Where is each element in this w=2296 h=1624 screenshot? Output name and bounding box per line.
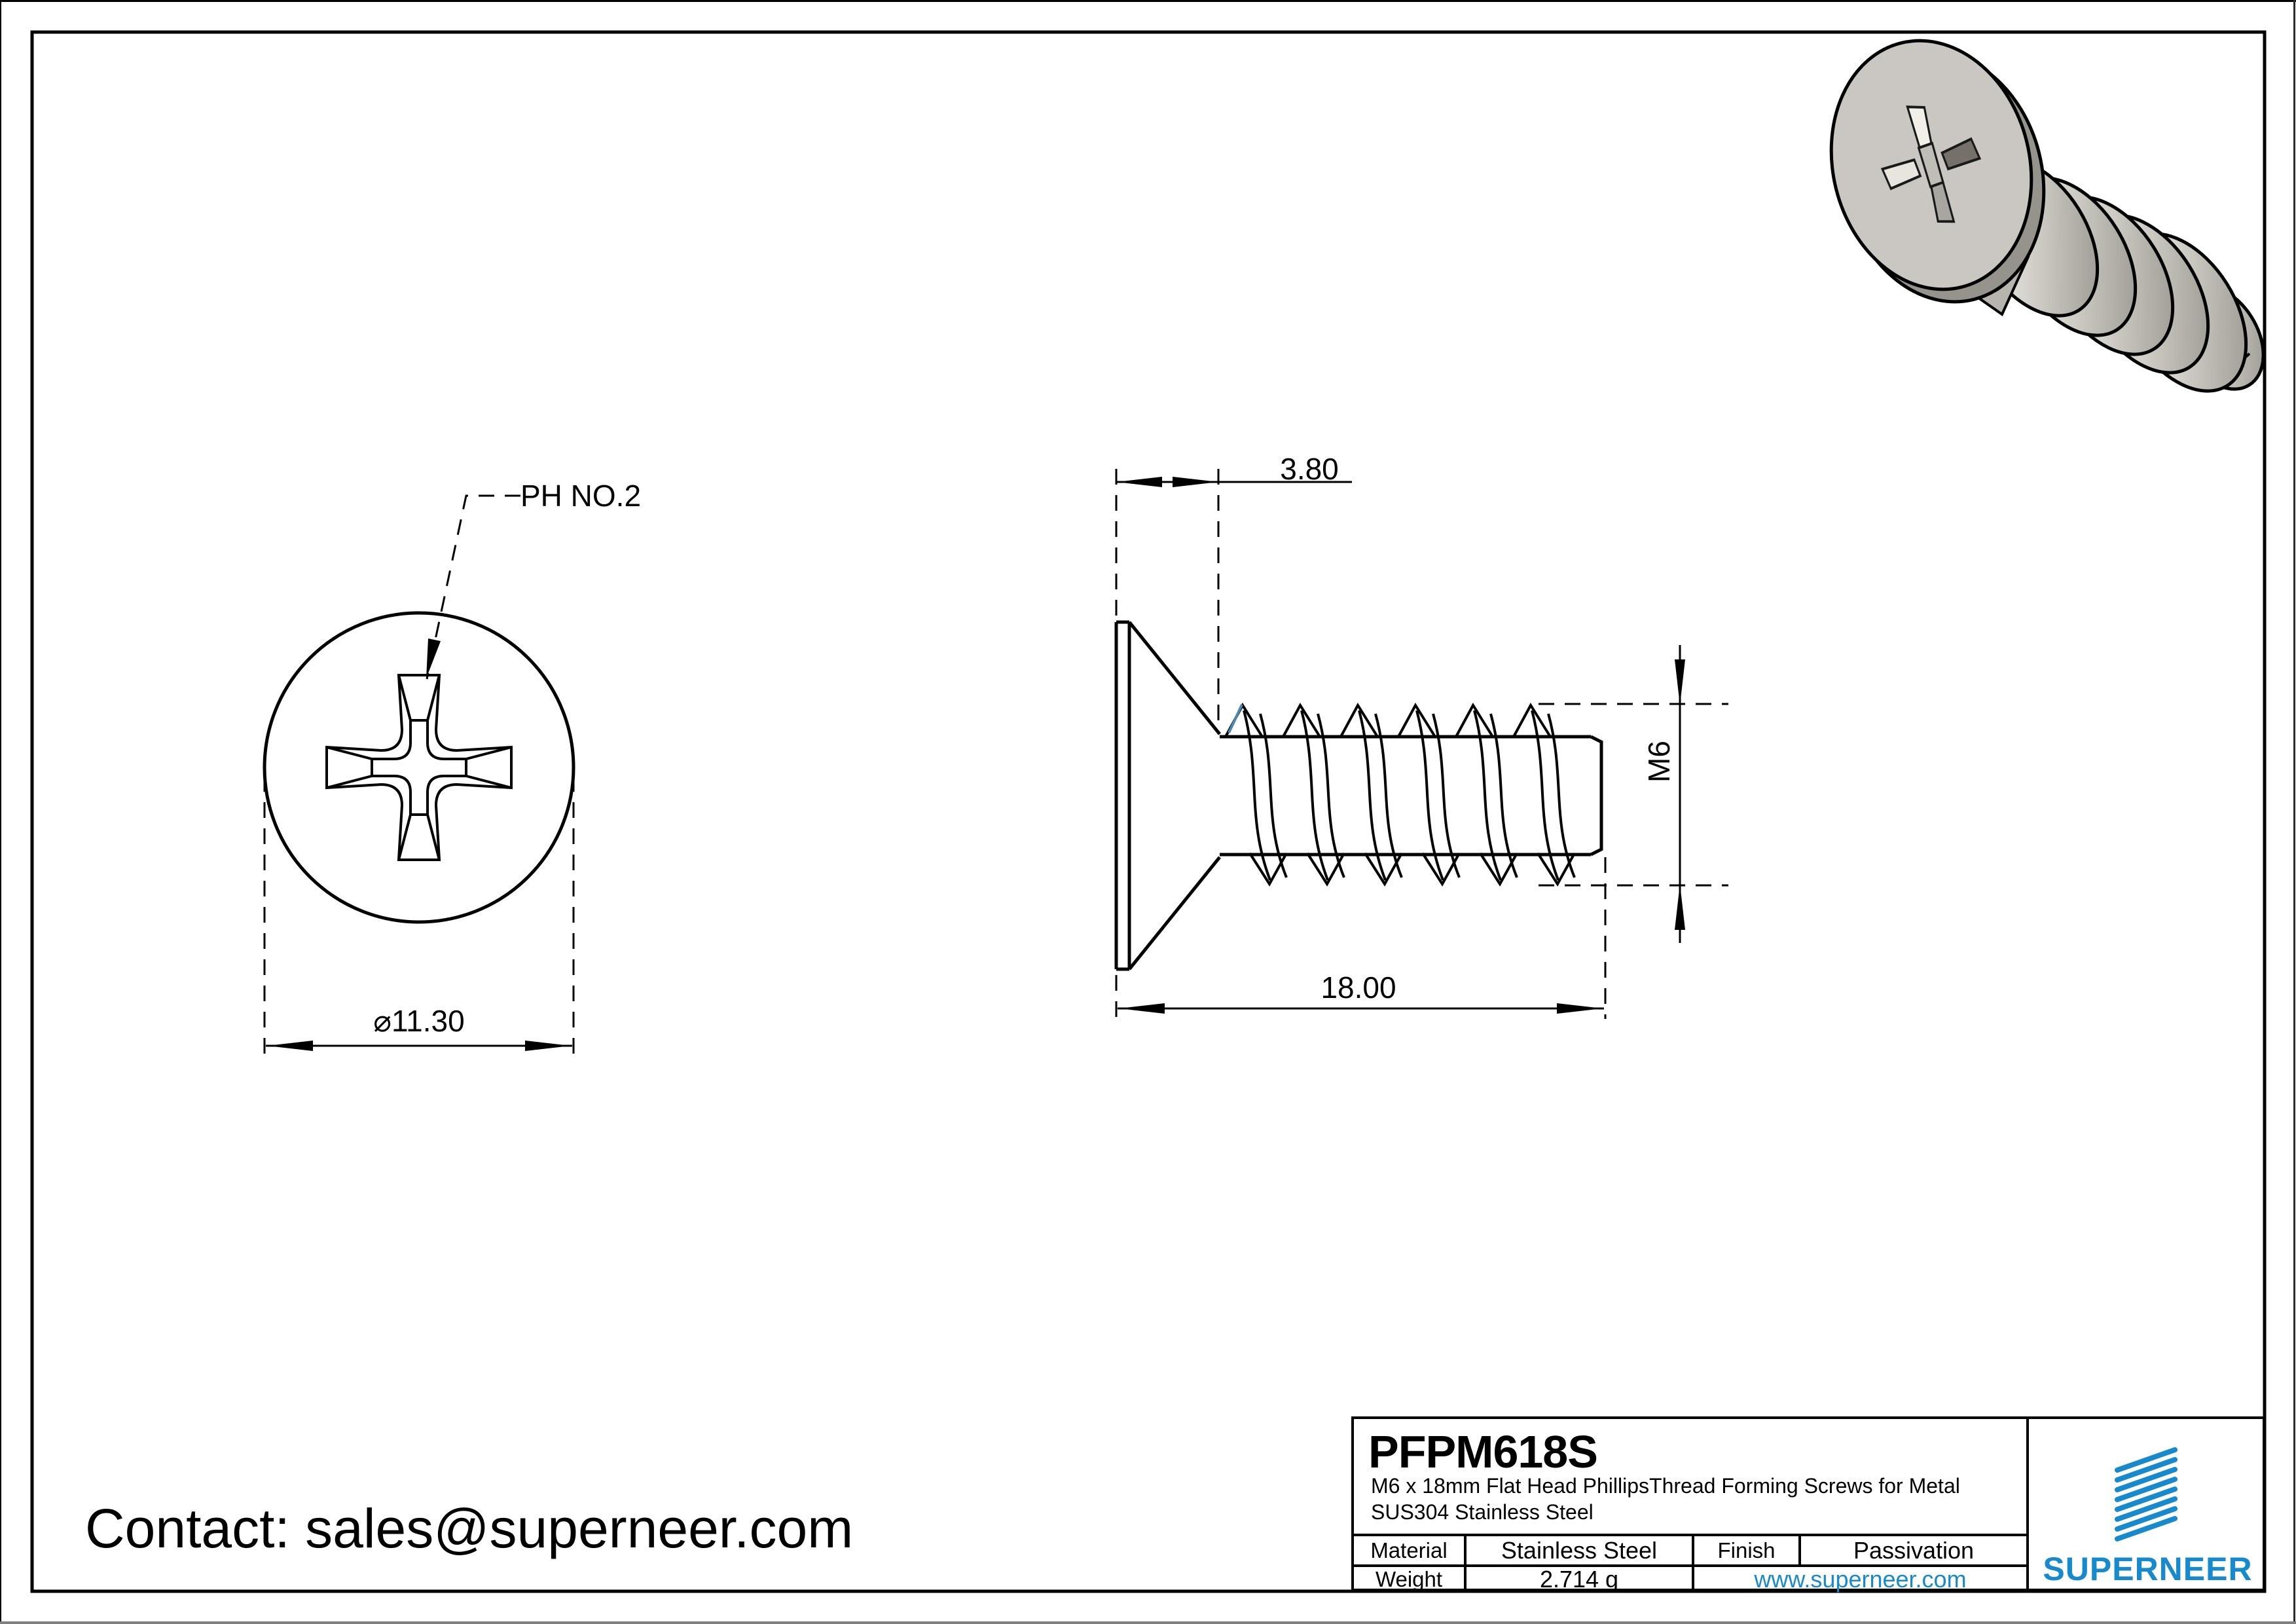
material-label: Material — [1370, 1538, 1448, 1562]
titleblock-divider — [1798, 1534, 1801, 1567]
window-edge-top — [0, 0, 2296, 2]
window-edge-right — [2293, 0, 2295, 1624]
titleblock-divider — [1354, 1534, 2029, 1536]
length-dimension — [1115, 857, 1607, 1019]
dim-arrow — [1557, 1003, 1603, 1014]
screw-3d-render — [1829, 39, 2265, 393]
diameter-dimension — [263, 776, 575, 1056]
titleblock-divider — [1692, 1534, 1694, 1589]
thread-size-label: M6 — [1642, 741, 1676, 783]
titleblock-divider — [1354, 1564, 2029, 1567]
drive-leader — [426, 494, 520, 680]
thread-size-dimension — [1539, 645, 1728, 943]
screw-tip — [1590, 735, 1603, 857]
dim-arrow — [1675, 659, 1685, 705]
head-height-label: 3.80 — [1280, 452, 1339, 486]
thread-crests-bottom — [1248, 852, 1576, 887]
thread-crests-top — [1224, 703, 1552, 738]
thread-start-highlight — [1228, 704, 1243, 733]
dim-arrow — [267, 1041, 313, 1051]
finish-value: Passivation — [1853, 1536, 1975, 1564]
material-value: Stainless Steel — [1501, 1536, 1658, 1564]
shank-silhouette — [1220, 735, 1591, 857]
side-view — [1114, 469, 1728, 1019]
dim-arrow — [1116, 477, 1162, 487]
brand-name: SUPERNEER — [2043, 1551, 2253, 1587]
title-block: PFPM618S M6 x 18mm Flat Head PhillipsThr… — [1351, 1416, 2265, 1593]
dim-arrow — [1675, 884, 1685, 930]
website-link[interactable]: www.superneer.com — [1754, 1565, 1967, 1593]
sheet-frame — [30, 30, 2267, 1593]
titleblock-divider — [2026, 1419, 2029, 1589]
leader-arrowhead — [426, 638, 441, 678]
length-label: 18.00 — [1321, 970, 1396, 1005]
thread-flanks — [1243, 710, 1576, 881]
dim-arrow — [1119, 1003, 1165, 1014]
weight-value: 2.714 g — [1539, 1565, 1619, 1593]
part-number: PFPM618S — [1368, 1426, 1598, 1477]
head-diameter-label: ⌀11.30 — [373, 1004, 465, 1038]
window-edge-bottom — [0, 1621, 2296, 1624]
weight-label: Weight — [1375, 1566, 1443, 1591]
phillips-cross-icon — [325, 674, 513, 861]
phillips-recess-3d — [1880, 105, 1982, 223]
head-outline-circle — [263, 611, 575, 924]
dim-arrow — [525, 1041, 571, 1051]
finish-label: Finish — [1717, 1538, 1776, 1562]
front-view — [263, 494, 575, 1056]
part-description-line1: M6 x 18mm Flat Head PhillipsThread Formi… — [1371, 1474, 1960, 1498]
dim-arrow — [1173, 477, 1218, 487]
titleblock-divider — [1464, 1534, 1467, 1589]
head-height-dimension — [1115, 469, 1352, 730]
screw-head-profile — [1114, 620, 1221, 971]
window-edge-left — [0, 0, 1, 1624]
brand-logo-icon — [2115, 1447, 2178, 1541]
part-description-line2: SUS304 Stainless Steel — [1371, 1500, 1594, 1524]
contact-email-text: Contact: sales@superneer.com — [85, 1498, 854, 1559]
drive-type-label: PH NO.2 — [520, 479, 642, 513]
